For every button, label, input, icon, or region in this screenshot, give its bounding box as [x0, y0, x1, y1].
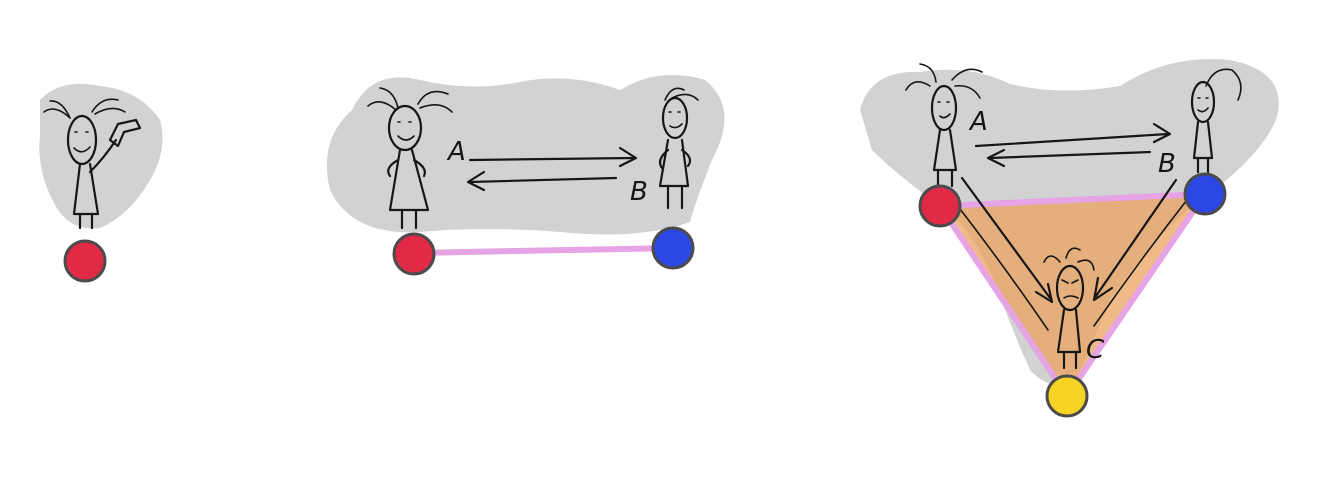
person-b — [658, 87, 699, 210]
triangle-area — [940, 194, 1205, 396]
node-red — [918, 184, 962, 228]
node-blue — [1183, 172, 1227, 216]
arrow-a-to-c-2 — [949, 195, 1049, 331]
node-red — [392, 232, 436, 276]
panel-single — [39, 83, 163, 283]
node-blue — [651, 226, 695, 270]
person-with-gun — [43, 98, 142, 230]
edge-red-blue — [411, 245, 676, 256]
triangle-edges — [937, 191, 1208, 399]
background-blob — [326, 74, 725, 235]
node-red — [63, 239, 107, 283]
arrow-b-to-c — [1094, 178, 1178, 298]
person-c — [1043, 247, 1095, 370]
panel-pair: A B — [326, 74, 725, 276]
person-a — [367, 87, 453, 230]
person-b — [1190, 68, 1242, 174]
arrow-b-to-a — [468, 176, 618, 184]
label-b: B — [630, 177, 648, 207]
arrow-a-to-c — [960, 176, 1052, 300]
label-c: C — [1086, 335, 1105, 365]
arrow-b-to-c-2 — [1093, 195, 1191, 327]
person-a — [905, 63, 983, 188]
background-blob — [39, 83, 163, 229]
label-b: B — [1158, 149, 1176, 179]
arrow-b-to-a — [988, 150, 1152, 160]
arrow-a-to-b — [468, 156, 636, 162]
arrow-a-to-b — [974, 132, 1170, 148]
label-a: A — [968, 107, 988, 137]
label-a: A — [446, 137, 466, 167]
panel-triad: A B C — [860, 59, 1279, 418]
node-yellow — [1045, 374, 1089, 418]
